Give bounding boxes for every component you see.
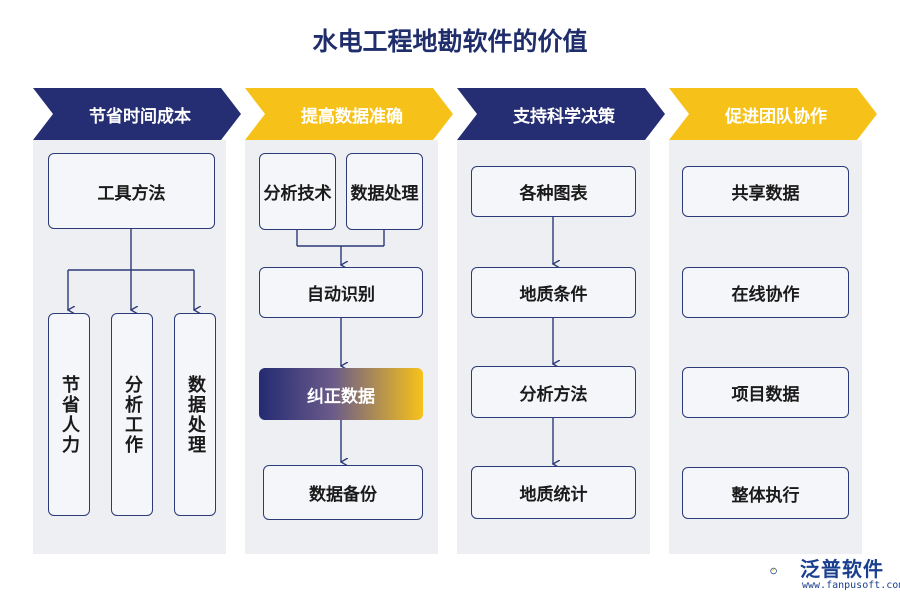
- analysis-method-box: 分析方法: [471, 366, 636, 418]
- analysis-work-box: 分析工作: [111, 313, 153, 516]
- data-processing-box-2: 数据处理: [346, 153, 423, 230]
- charts-box: 各种图表: [471, 166, 636, 217]
- data-backup-box: 数据备份: [263, 465, 423, 520]
- project-data-box: 项目数据: [682, 367, 849, 418]
- header-label-4: 促进团队协作: [725, 106, 827, 127]
- logo-name: 泛普软件: [800, 557, 884, 581]
- auto-recognition-box: 自动识别: [259, 267, 423, 318]
- geology-stats-box: 地质统计: [471, 466, 636, 519]
- shared-data-box: 共享数据: [682, 166, 849, 217]
- header-chevron-1: [33, 88, 241, 140]
- overall-execution-box: 整体执行: [682, 467, 849, 519]
- header-chevron-3: [457, 88, 665, 140]
- header-label-3: 支持科学决策: [513, 106, 615, 127]
- tool-method-box: 工具方法: [48, 153, 215, 229]
- fanpu-logo-icon: [770, 567, 777, 575]
- header-chevron-2: [245, 88, 453, 140]
- header-label-2: 提高数据准确: [301, 106, 403, 127]
- save-labor-box: 节省人力: [48, 313, 90, 516]
- page-title: 水电工程地勘软件的价值: [312, 27, 588, 56]
- header-label-1: 节省时间成本: [89, 106, 191, 127]
- analysis-tech-box: 分析技术: [259, 153, 336, 230]
- data-processing-box-1: 数据处理: [174, 313, 216, 516]
- header-chevron-4: [669, 88, 877, 140]
- correct-data-box: 纠正数据: [259, 368, 423, 420]
- online-collab-box: 在线协作: [682, 267, 849, 318]
- geology-conditions-box: 地质条件: [471, 267, 636, 318]
- logo-url: www.fanpusoft.com: [802, 580, 900, 591]
